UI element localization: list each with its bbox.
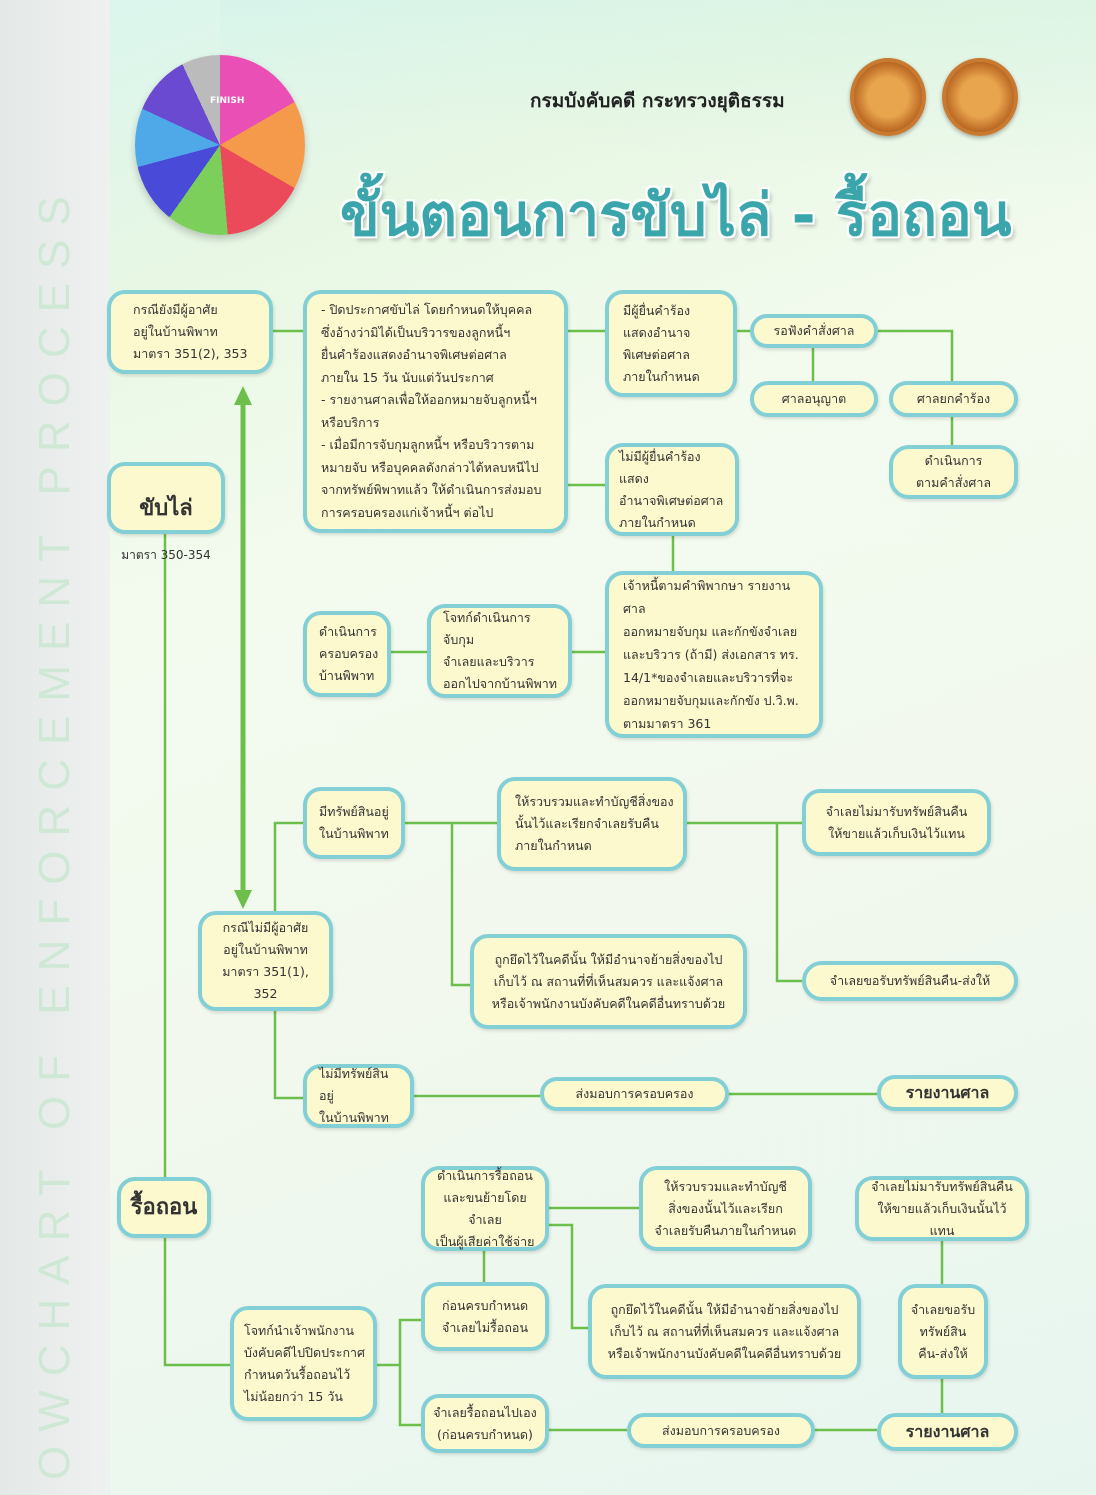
process-logo-icon [135,55,305,235]
eviction-title: ขับไล่ [139,496,193,521]
department-seal-icon [850,58,926,136]
demolish-request-return-box: จำเลยขอรับ ทรัพย์สิน คืน-ส่งให้ [898,1284,988,1379]
court-dismisses-box: ศาลยกคำร้อง [889,381,1018,417]
connector [877,329,954,382]
eviction-main-box: ขับไล่ มาตรา 350-354 [107,462,225,562]
inventory-box: ให้รวบรวมและทำบัญชีสิ่งของ นั้นไว้และเรี… [497,777,687,871]
occupied-case-box: กรณียังมีผู้อาศัย อยู่ในบ้านพิพาท มาตรา … [107,290,273,374]
follow-order-box: ดำเนินการ ตามคำสั่งศาล [889,445,1018,499]
request-return-box: จำเลยขอรับทรัพย์สินคืน-ส่งให้ [802,961,1018,1001]
unoccupied-case-box: กรณีไม่มีผู้อาศัย อยู่ในบ้านพิพาท มาตรา … [198,911,333,1011]
connector [273,1010,303,1100]
side-strip [0,0,110,1495]
creditor-report-box: เจ้าหนี้ตามคำพิพากษา รายงานศาล ออกหมายจั… [605,571,823,738]
take-possession-box: ดำเนินการ ครอบครอง บ้านพิพาท [303,611,391,697]
ministry-seal-icon [942,58,1018,136]
ministry-name: กรมบังคับคดี กระทรวงยุติธรรม [530,90,785,112]
eviction-section: มาตรา 350-354 [121,548,211,562]
seized-box: ถูกยึดไว้ในคดีนั้น ให้มีอำนาจย้ายสิ่งของ… [470,934,747,1029]
do-demolish-box: ดำเนินการรื้อถอน และขนย้ายโดยจำเลย เป็นผ… [421,1166,549,1251]
demolish-handover-box: ส่งมอบการครอบครอง [627,1413,815,1448]
double-arrow [234,386,252,909]
connector [450,823,470,987]
no-petition-box: ไม่มีผู้ยื่นคำร้องแสดง อำนาจพิเศษต่อศาล … [605,443,739,536]
not-collected-box: จำเลยไม่มารับทรัพย์สินคืน ให้ขายแล้วเก็บ… [802,789,991,856]
demolition-main-box: รื้อถอน [117,1177,211,1238]
demolish-report-court-box: รายงานศาล [877,1413,1018,1451]
handover-box: ส่งมอบการครอบครอง [540,1077,729,1111]
eviction-notice-box: - ปิดประกาศขับไล่ โดยกำหนดให้บุคคล ซึ่งอ… [303,290,568,533]
logo-finish-label: FINISH [210,96,245,106]
before-deadline-box: ก่อนครบกำหนด จำเลยไม่รื้อถอน [421,1282,549,1351]
connector [548,1223,588,1330]
connector [163,1237,230,1367]
report-court-box: รายงานศาล [877,1075,1018,1111]
plaintiff-arrest-box: โจทก์ดำเนินการจับกุม จำเลยและบริวาร ออกไ… [427,604,572,698]
court-allows-box: ศาลอนุญาต [750,381,878,417]
demolish-inventory-box: ให้รวบรวมและทำบัญชี สิ่งของนั้นไว้และเรี… [639,1166,812,1251]
petition-filed-box: มีผู้ยื่นคำร้อง แสดงอำนาจ พิเศษต่อศาล ภา… [605,290,737,397]
no-property-box: ไม่มีทรัพย์สินอยู่ ในบ้านพิพาท [303,1064,414,1128]
await-order-box: รอฟังคำสั่งศาล [750,314,878,348]
self-demolish-box: จำเลยรื้อถอนไปเอง (ก่อนครบกำหนด) [421,1394,549,1453]
connector [775,823,802,983]
demolish-not-collected-box: จำเลยไม่มารับทรัพย์สินคืน ให้ขายแล้วเก็บ… [855,1176,1029,1241]
has-property-box: มีทรัพย์สินอยู่ ในบ้านพิพาท [303,787,405,859]
connector [273,821,303,912]
page-title: ขั้นตอนการขับไล่ - รื้อถอน [340,181,1012,249]
plaintiff-notice-box: โจทก์นำเจ้าพนักงาน บังคับคดีไปปิดประกาศ … [230,1306,377,1421]
connector [398,1318,421,1427]
demolish-seized-box: ถูกยึดไว้ในคดีนั้น ให้มีอำนาจย้ายสิ่งของ… [588,1284,861,1379]
